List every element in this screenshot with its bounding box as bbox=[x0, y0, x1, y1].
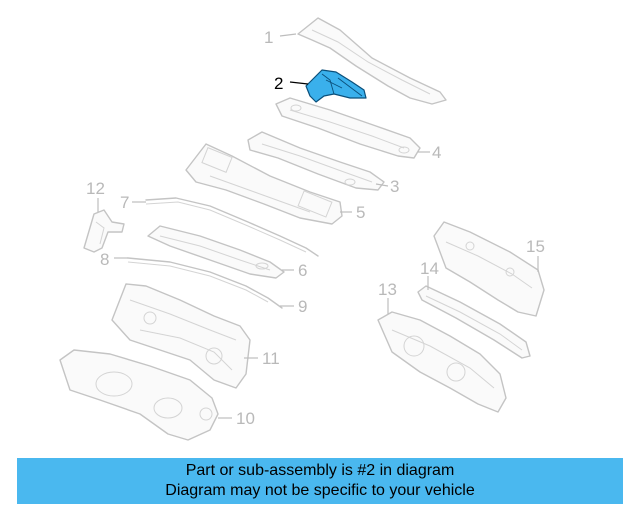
callout-14[interactable]: 14 bbox=[420, 259, 439, 278]
banner-line-2: Diagram may not be specific to your vehi… bbox=[165, 482, 475, 499]
callout-4[interactable]: 4 bbox=[432, 143, 441, 162]
callout-5[interactable]: 5 bbox=[356, 203, 365, 222]
part-10-insulator bbox=[59, 349, 219, 441]
part-4-crossmember bbox=[275, 97, 421, 159]
part-12-bracket bbox=[83, 209, 125, 253]
callout-7[interactable]: 7 bbox=[120, 193, 129, 212]
leader-3 bbox=[375, 183, 389, 187]
part-14-strip bbox=[417, 285, 531, 359]
part-13-assembly bbox=[377, 311, 507, 413]
banner-line-1: Part or sub-assembly is #2 in diagram bbox=[185, 462, 455, 479]
info-banner: Part or sub-assembly is #2 in diagram Di… bbox=[17, 458, 623, 504]
callout-15[interactable]: 15 bbox=[526, 237, 545, 256]
part-6-lower-panel bbox=[147, 225, 285, 279]
callout-2[interactable]: 2 bbox=[274, 74, 283, 93]
part-3-support bbox=[247, 131, 385, 191]
callout-10[interactable]: 10 bbox=[236, 409, 255, 428]
callout-12[interactable]: 12 bbox=[86, 179, 105, 198]
callout-13[interactable]: 13 bbox=[378, 280, 397, 299]
part-11-dash-panel bbox=[111, 283, 251, 389]
callout-8[interactable]: 8 bbox=[100, 250, 109, 269]
callout-9[interactable]: 9 bbox=[298, 297, 307, 316]
callout-11[interactable]: 11 bbox=[262, 349, 280, 368]
parts-diagram: 1 2 4 3 5 7 12 bbox=[59, 17, 545, 441]
part-15-barrier bbox=[433, 221, 545, 317]
callout-6[interactable]: 6 bbox=[298, 261, 307, 280]
part-1-cowl-panel bbox=[297, 17, 447, 105]
callout-1[interactable]: 1 bbox=[264, 28, 273, 47]
part-5-plenum bbox=[185, 143, 343, 225]
callout-3[interactable]: 3 bbox=[390, 177, 399, 196]
leader-1 bbox=[279, 33, 297, 37]
part-2-highlighted[interactable] bbox=[305, 69, 367, 103]
part-7-seal bbox=[145, 197, 319, 257]
part-8-weatherstrip bbox=[127, 257, 283, 309]
leader-2 bbox=[289, 81, 309, 85]
